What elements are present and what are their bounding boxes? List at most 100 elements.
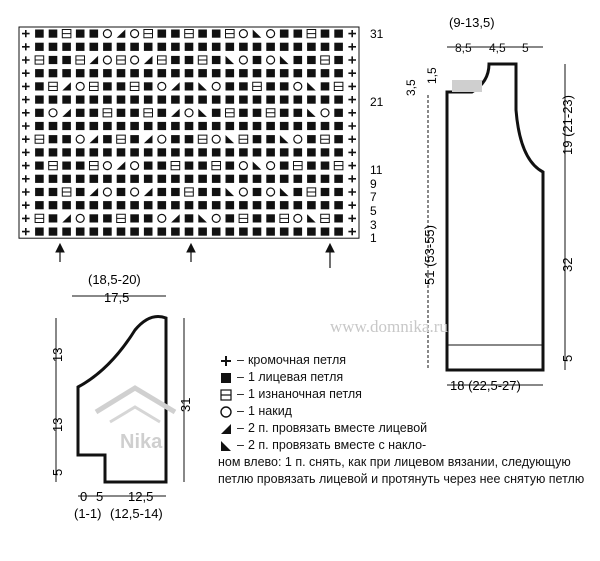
chart-stitch-circle — [130, 55, 140, 65]
chart-stitch-filled — [35, 148, 44, 157]
purl-square-icon — [220, 389, 232, 401]
chart-stitch-plus — [22, 148, 30, 156]
shoulder-shading — [452, 80, 482, 92]
chart-stitch-filled — [279, 82, 289, 91]
chart-stitch-circle — [102, 161, 113, 171]
symbol-legend: – кромочная петля – 1 лицевая петля – 1 … — [218, 352, 598, 488]
nika-logo: Nika — [94, 385, 177, 453]
chart-stitch-filled — [198, 201, 207, 210]
stitch-chart-grid — [18, 26, 360, 239]
chart-stitch-tri-r — [171, 82, 180, 91]
legend-item: – 1 изнаночная петля — [218, 386, 598, 403]
legend-item: – кромочная петля — [218, 352, 598, 369]
chart-stitch-plus — [22, 135, 30, 143]
right-rib-label: 5 — [560, 355, 575, 362]
chart-stitch-filled — [157, 201, 167, 210]
chart-stitch-purl — [34, 213, 45, 223]
chart-stitch-filled — [225, 201, 235, 210]
chart-stitch-purl — [197, 55, 208, 65]
chart-stitch-filled — [307, 161, 316, 170]
chart-stitch-filled — [307, 174, 316, 183]
chart-stitch-filled — [293, 42, 303, 51]
chart-stitch-filled — [89, 148, 99, 157]
chart-stitch-filled — [171, 174, 180, 183]
chart-stitch-filled — [184, 214, 194, 223]
chart-stitch-filled — [320, 42, 330, 51]
chart-stitch-filled — [157, 227, 167, 236]
chart-stitch-plus — [348, 30, 356, 38]
chart-stitch-circle — [130, 187, 140, 197]
chart-stitch-circle — [238, 55, 248, 65]
chart-stitch-filled — [266, 214, 275, 223]
chart-stitch-filled — [184, 161, 194, 170]
chart-stitch-filled — [157, 42, 167, 51]
chart-stitch-purl — [157, 55, 167, 65]
chart-stitch-filled — [252, 148, 262, 157]
chart-stitch-filled — [307, 95, 316, 104]
chart-stitch-filled — [48, 187, 58, 197]
chart-stitch-filled — [171, 227, 180, 236]
chart-stitch-filled — [48, 95, 58, 104]
chart-stitch-purl — [89, 81, 99, 91]
body-outline — [445, 62, 545, 372]
chart-stitch-filled — [184, 95, 194, 104]
chart-stitch-filled — [130, 174, 139, 183]
chart-stitch-filled — [116, 187, 126, 197]
chart-stitch-filled — [293, 201, 303, 210]
chart-stitch-circle — [266, 55, 276, 65]
chart-stitch-purl — [184, 187, 194, 197]
chart-stitch-filled — [252, 187, 262, 197]
chart-stitch-filled — [75, 95, 85, 104]
chart-stitch-circle — [266, 187, 276, 197]
chart-stitch-circle — [157, 134, 167, 144]
chart-stitch-filled — [293, 148, 303, 157]
chart-stitch-filled — [62, 161, 71, 170]
chart-stitch-filled — [211, 55, 221, 65]
chart-stitch-filled — [225, 227, 235, 236]
chart-stitch-filled — [35, 108, 44, 117]
chart-stitch-filled — [103, 95, 112, 104]
chart-stitch-filled — [75, 42, 85, 51]
chart-stitch-filled — [266, 201, 275, 210]
chart-stitch-filled — [198, 148, 207, 157]
sleeve-bottom-sub-label: (12,5-14) — [110, 506, 163, 521]
chart-stitch-filled — [103, 174, 112, 183]
chart-stitch-filled — [198, 187, 207, 197]
chart-stitch-filled — [62, 148, 71, 157]
chart-stitch-filled — [279, 148, 289, 157]
chart-stitch-filled — [293, 174, 303, 183]
sleeve-left-label: 13 — [50, 418, 65, 432]
chart-stitch-filled — [62, 201, 71, 210]
chart-stitch-tri-l — [279, 55, 289, 65]
chart-stitch-tri-r — [143, 135, 153, 144]
chart-stitch-filled — [293, 55, 303, 65]
chart-stitch-plus — [348, 96, 356, 104]
chart-stitch-filled — [252, 69, 262, 78]
chart-stitch-purl — [265, 108, 276, 118]
sleeve-left-label: 13 — [50, 348, 65, 362]
chart-stitch-filled — [35, 227, 44, 236]
chart-stitch-circle — [293, 213, 303, 223]
chart-stitch-filled — [103, 82, 112, 91]
arrow-head — [186, 242, 196, 253]
row-label: 31 — [370, 27, 384, 41]
chart-stitch-filled — [35, 187, 44, 197]
chart-stitch-filled — [143, 214, 153, 223]
body-schematic: (9-13,5) 8,5 4,5 5 1,5 3,5 51 (53-55) 19… — [404, 15, 575, 393]
chart-stitch-filled — [184, 82, 194, 91]
chart-stitch-filled — [307, 55, 316, 65]
chart-stitch-filled — [334, 174, 343, 183]
chart-stitch-plus — [22, 96, 30, 104]
chart-stitch-filled — [130, 214, 139, 223]
chart-stitch-filled — [130, 227, 139, 236]
chart-stitch-filled — [143, 69, 153, 78]
chart-stitch-circle — [157, 81, 167, 92]
chart-stitch-purl — [333, 81, 344, 91]
chart-stitch-circle — [238, 187, 248, 197]
chart-stitch-purl — [211, 161, 221, 171]
chart-stitch-filled — [320, 187, 330, 197]
chart-stitch-filled — [266, 42, 275, 51]
chart-stitch-filled — [279, 227, 289, 236]
chart-stitch-filled — [225, 69, 235, 78]
chart-row-labels: 31 21 11 9 7 5 3 1 — [370, 27, 384, 245]
